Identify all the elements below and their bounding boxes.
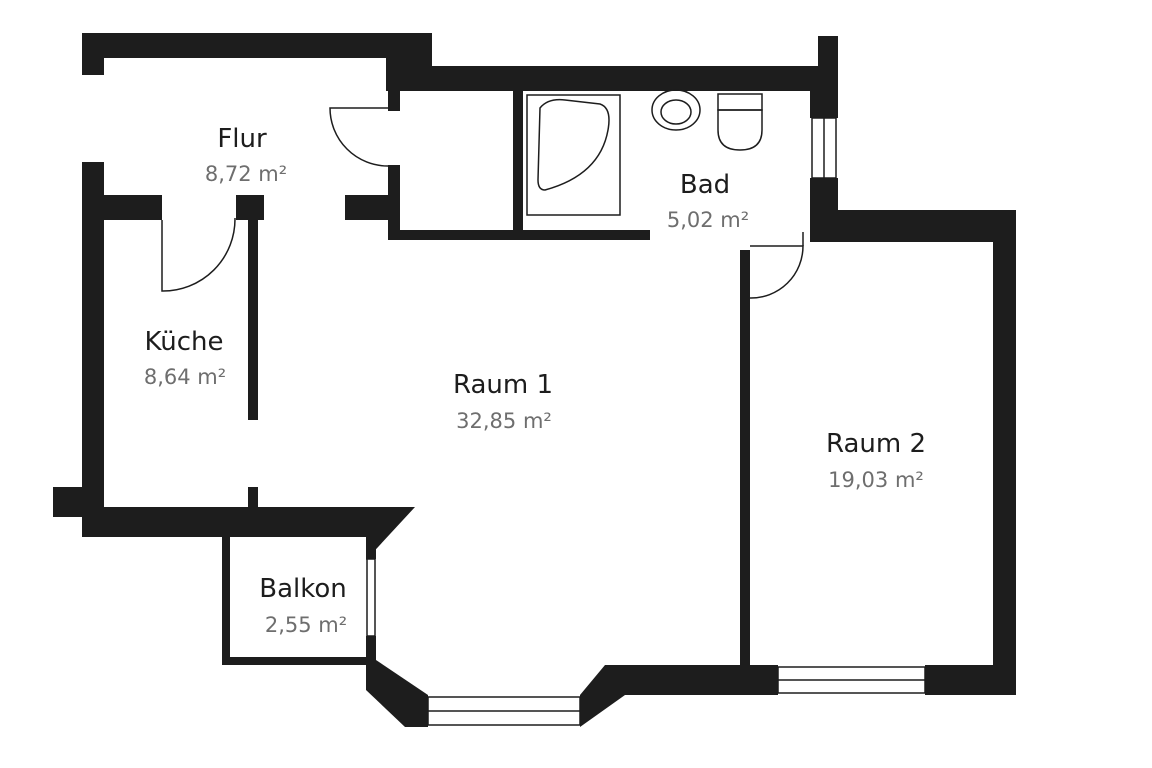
wall-balkon-bottom [222,657,376,665]
toilet-bowl [717,109,763,151]
wall-balkon-left [222,537,230,665]
bathtub-basin [537,98,610,191]
wall-kueche-raum1-bottom [248,487,258,509]
wall-bath-right-top [810,66,838,118]
room-area-kueche: 8,64 m² [144,365,226,389]
wall-bay-left [366,660,428,727]
wall-closet-left [388,91,400,111]
room-name-raum2: Raum 2 [826,429,926,459]
room-area-raum2: 19,03 m² [828,468,924,492]
wall-left-middle [82,162,104,487]
wall-closet-bath [513,91,523,240]
toilet-icon [717,93,763,111]
room-name-raum1: Raum 1 [453,370,553,400]
wall-top-bath [386,66,838,91]
window-balkon [366,558,376,637]
door-closet [329,107,389,167]
room-labels: Flur 8,72 m² Bad 5,02 m² Küche 8,64 m² R… [144,124,926,637]
sink-icon [651,89,701,131]
room-name-bad: Bad [680,170,730,200]
wall-raum2-right [993,210,1016,695]
bath-fixtures [526,89,763,216]
room-area-balkon: 2,55 m² [265,613,347,637]
wall-raum1-raum2-upper [740,250,750,298]
wall-raum2-bottom-right [925,665,1016,695]
interior-walls [82,91,750,668]
windows [366,117,926,726]
wall-bay-right [580,665,778,727]
exterior-walls [53,33,1016,727]
wall-balkon-right-top [366,537,376,559]
doors [161,107,804,299]
wall-top-left [82,33,432,58]
wall-flur-kueche-left [82,195,162,220]
room-name-flur: Flur [217,124,267,154]
sink-basin [660,99,692,125]
wall-balkon-right-bottom [366,636,376,665]
room-area-raum1: 32,85 m² [456,409,552,433]
wall-kueche-raum1 [248,195,258,420]
wall-raum2-top [810,210,1016,242]
room-name-kueche: Küche [144,327,223,357]
bathtub-icon [526,94,621,216]
wall-left-upper [82,33,104,75]
wall-bottom-left [82,507,415,560]
room-area-bad: 5,02 m² [667,208,749,232]
door-kueche [161,217,236,292]
wall-closet-left-lower [388,165,400,240]
room-area-flur: 8,72 m² [205,162,287,186]
wall-raum1-raum2 [740,298,750,668]
door-raum2 [749,245,804,299]
room-name-balkon: Balkon [259,574,347,604]
